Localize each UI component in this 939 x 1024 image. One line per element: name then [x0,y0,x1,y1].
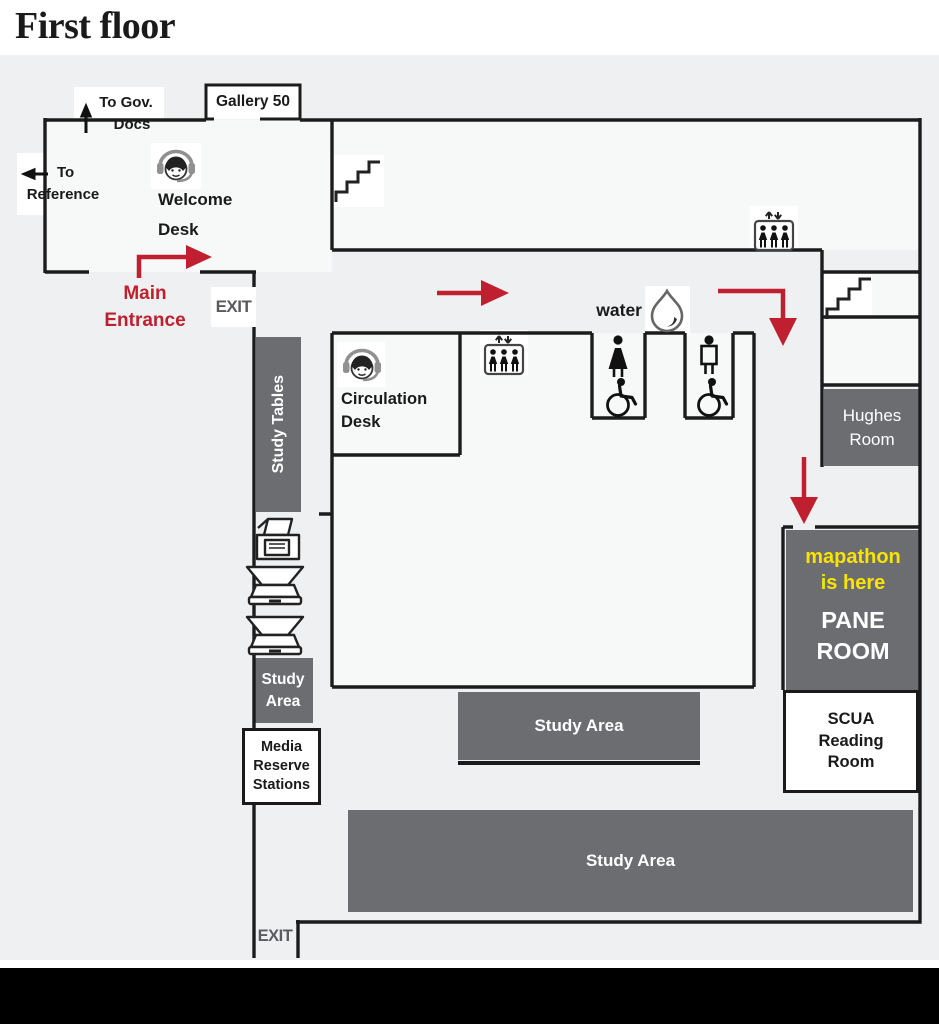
pane-room: mapathon is here PANE ROOM [786,530,920,690]
exit-sign-bottom: EXIT [257,927,293,945]
water-drop-icon [650,288,684,333]
gallery-50-outline [204,83,302,121]
study-tables-area: Study Tables [256,337,301,512]
to-reference-line1: To [57,164,75,181]
water-label: water [596,300,642,320]
to-reference-line2: Reference [26,186,100,203]
circulation-desk-label: Circulation Desk [341,390,428,431]
walls [43,118,922,958]
study-area-mid-divider [458,761,700,765]
scanner-icon [245,565,305,606]
route-arrows [136,245,818,524]
scua-reading-room: SCUA Reading Room [783,690,919,793]
printer-icon [255,517,301,561]
mapathon-line2: is here [820,572,886,594]
main-entrance-label: Main Entrance [104,283,186,331]
pane-room-line1: PANE [821,607,885,633]
study-area-bottom: Study Area [348,810,913,912]
study-area-mid: Study Area [458,692,700,760]
to-gov-docs-line2: Docs [113,116,151,133]
to-gov-docs-line1: To Gov. [99,94,153,111]
welcome-desk-label: Welcome Desk [158,190,233,239]
mens-accessible-restroom-icon [696,335,729,418]
mapathon-line1: mapathon [805,546,901,568]
scanner-icon [245,615,305,656]
page-title: First floor [15,5,176,47]
womens-accessible-restroom-icon [605,335,638,418]
gallery-50-label: Gallery 50 [215,93,291,110]
hughes-room: Hughes Room [824,389,920,466]
study-area-small: Study Area [253,658,313,723]
left-arrow-icon [20,167,48,181]
up-arrow-icon [79,102,93,133]
media-reserve-stations: Media Reserve Stations [242,728,321,805]
exit-sign-top: EXIT [211,287,256,327]
pane-room-line2: ROOM [816,638,890,664]
bottom-black-bar [0,968,939,1024]
